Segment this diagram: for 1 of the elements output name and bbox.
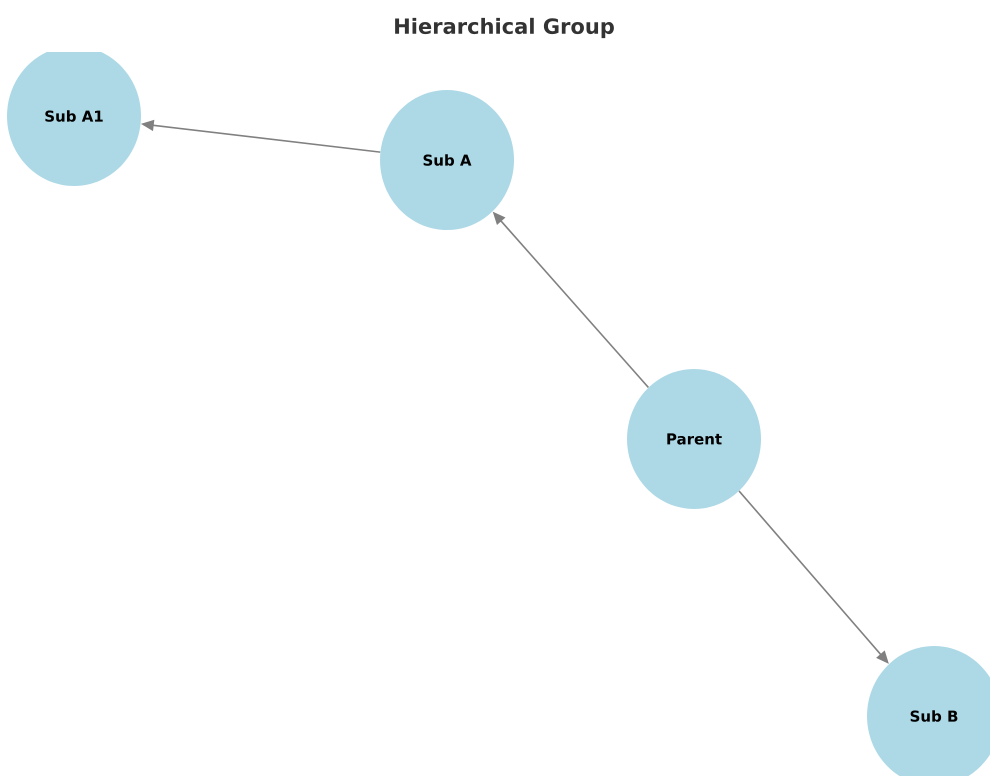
title: Hierarchical Group bbox=[395, 18, 614, 38]
